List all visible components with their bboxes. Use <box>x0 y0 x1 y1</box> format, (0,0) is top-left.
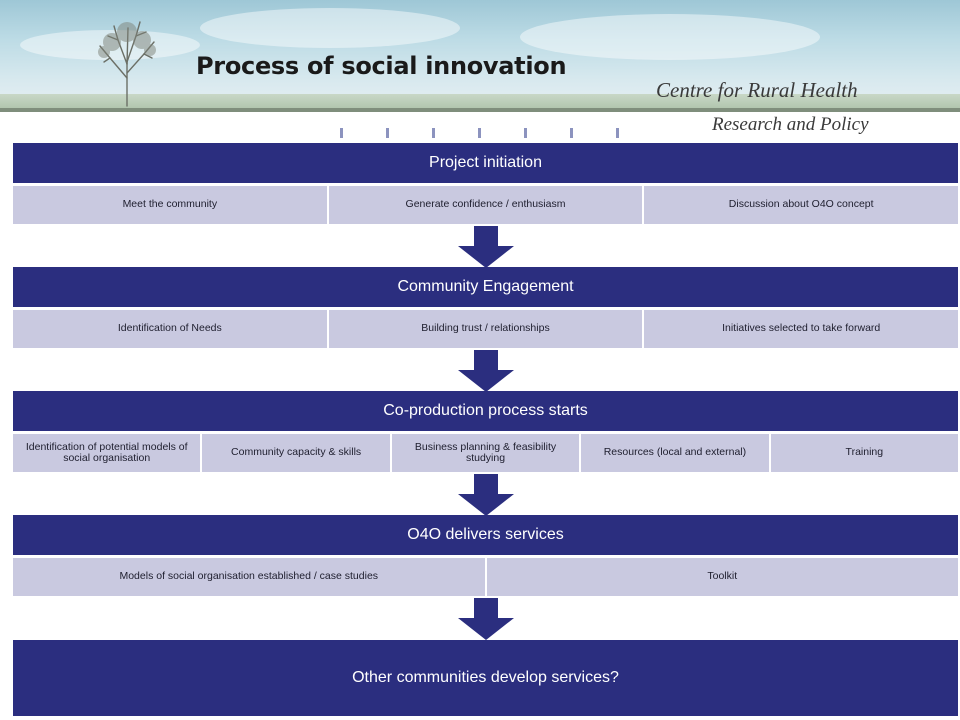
stage-subitem: Identification of Needs <box>13 310 327 348</box>
faint-text-artifact <box>340 128 640 138</box>
tree-icon <box>98 21 156 107</box>
down-arrow-icon <box>458 598 514 640</box>
stage-subitem: Building trust / relationships <box>328 310 643 348</box>
stage-header: Community Engagement <box>13 267 958 307</box>
banner-divider <box>0 108 960 112</box>
down-arrow-icon <box>458 350 514 392</box>
stage-subitem: Toolkit <box>486 558 958 596</box>
stage-header: Co-production process starts <box>13 391 958 431</box>
stage-header: Project initiation <box>13 143 958 183</box>
stage-subitem: Initiatives selected to take forward <box>644 310 959 348</box>
org-name-line2: Research and Policy <box>712 114 869 135</box>
stage-subitems: Identification of Needs Building trust /… <box>13 310 959 348</box>
down-arrow-icon <box>458 474 514 516</box>
stage-subitem: Discussion about O4O concept <box>644 186 959 224</box>
stage-final: Other communities develop services? <box>13 640 958 716</box>
page-title: Process of social innovation <box>196 52 567 80</box>
stage-subitem: Meet the community <box>13 186 327 224</box>
cloud <box>200 8 460 48</box>
header-banner <box>0 0 960 110</box>
stage-subitems: Identification of potential models of so… <box>13 434 959 472</box>
stage-header: O4O delivers services <box>13 515 958 555</box>
stage-subitem: Identification of potential models of so… <box>13 434 201 472</box>
stage-subitem: Resources (local and external) <box>581 434 769 472</box>
stage-subitem: Models of social organisation establishe… <box>13 558 485 596</box>
stage-subitem: Training <box>770 434 959 472</box>
down-arrow-icon <box>458 226 514 268</box>
cloud <box>520 14 820 60</box>
stage-subitem: Community capacity & skills <box>202 434 390 472</box>
stage-subitem: Business planning & feasibility studying <box>391 434 580 472</box>
stage-subitem: Generate confidence / enthusiasm <box>328 186 643 224</box>
stage-subitems: Meet the community Generate confidence /… <box>13 186 959 224</box>
stage-subitems: Models of social organisation establishe… <box>13 558 958 596</box>
ground-strip <box>0 94 960 110</box>
org-name-line1: Centre for Rural Health <box>656 78 858 102</box>
